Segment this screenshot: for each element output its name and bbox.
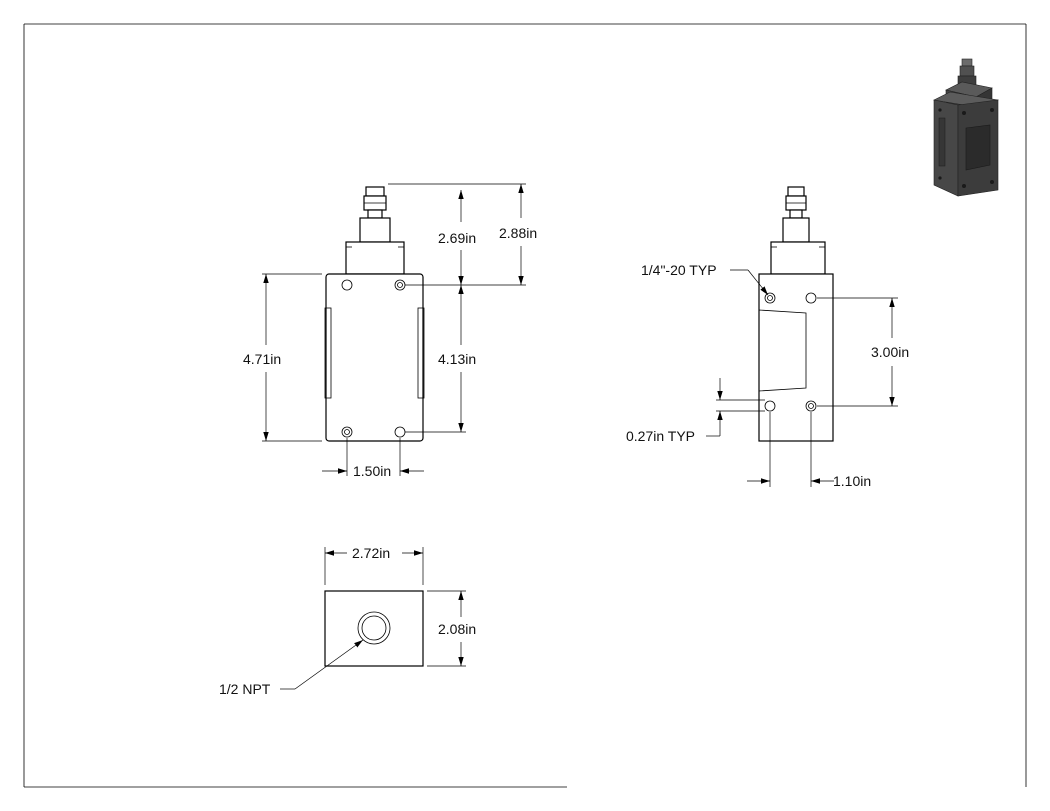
front-body bbox=[325, 273, 424, 442]
front-hole-tl bbox=[341, 279, 353, 291]
front-dimensions: 2.69in 2.88in 4.13in 4.71in 1.50in bbox=[243, 183, 537, 479]
bottom-dimensions: 2.72in 2.08in 1/2 NPT bbox=[219, 545, 476, 697]
sheet-border bbox=[23, 23, 1027, 788]
side-body bbox=[758, 273, 834, 442]
dim-2-88: 2.88in bbox=[499, 225, 537, 241]
dim-2-72: 2.72in bbox=[352, 545, 390, 561]
dim-4-71: 4.71in bbox=[243, 351, 281, 367]
npt-port-inner bbox=[361, 615, 387, 641]
side-hole-br bbox=[805, 400, 817, 412]
side-view bbox=[758, 186, 834, 442]
dim-2-69: 2.69in bbox=[438, 230, 476, 246]
front-bonnet bbox=[345, 241, 405, 275]
side-hole-bl bbox=[764, 400, 776, 412]
dim-4-13: 4.13in bbox=[438, 351, 476, 367]
front-slot-right bbox=[417, 307, 425, 399]
side-knob-neck bbox=[789, 209, 803, 219]
callout-edge-distance: 0.27in TYP bbox=[626, 428, 695, 444]
front-slot-left bbox=[324, 307, 332, 399]
side-recess bbox=[758, 309, 807, 392]
callout-port: 1/2 NPT bbox=[219, 681, 271, 697]
bottom-view bbox=[324, 590, 424, 667]
front-knob-cap bbox=[365, 186, 385, 197]
side-bonnet bbox=[770, 241, 826, 275]
isometric-view bbox=[933, 58, 999, 197]
front-knob-base bbox=[359, 217, 391, 243]
dim-3-00: 3.00in bbox=[871, 344, 909, 360]
bottom-body bbox=[324, 590, 424, 667]
front-view bbox=[324, 186, 425, 442]
side-knob-cap bbox=[787, 186, 805, 197]
side-hole-tl bbox=[764, 292, 776, 304]
dim-1-10: 1.10in bbox=[833, 473, 871, 489]
side-dimensions: 3.00in 0.27in TYP 1.10in 1/4"-20 TYP bbox=[626, 262, 909, 489]
npt-port-outer bbox=[357, 611, 391, 645]
side-knob-base bbox=[782, 217, 810, 243]
side-hole-tr bbox=[805, 292, 817, 304]
dim-2-08: 2.08in bbox=[438, 621, 476, 637]
front-knob-neck bbox=[367, 209, 383, 219]
front-hole-bl bbox=[341, 426, 353, 438]
dim-1-50: 1.50in bbox=[353, 463, 391, 479]
callout-tapped-holes: 1/4"-20 TYP bbox=[641, 262, 717, 278]
